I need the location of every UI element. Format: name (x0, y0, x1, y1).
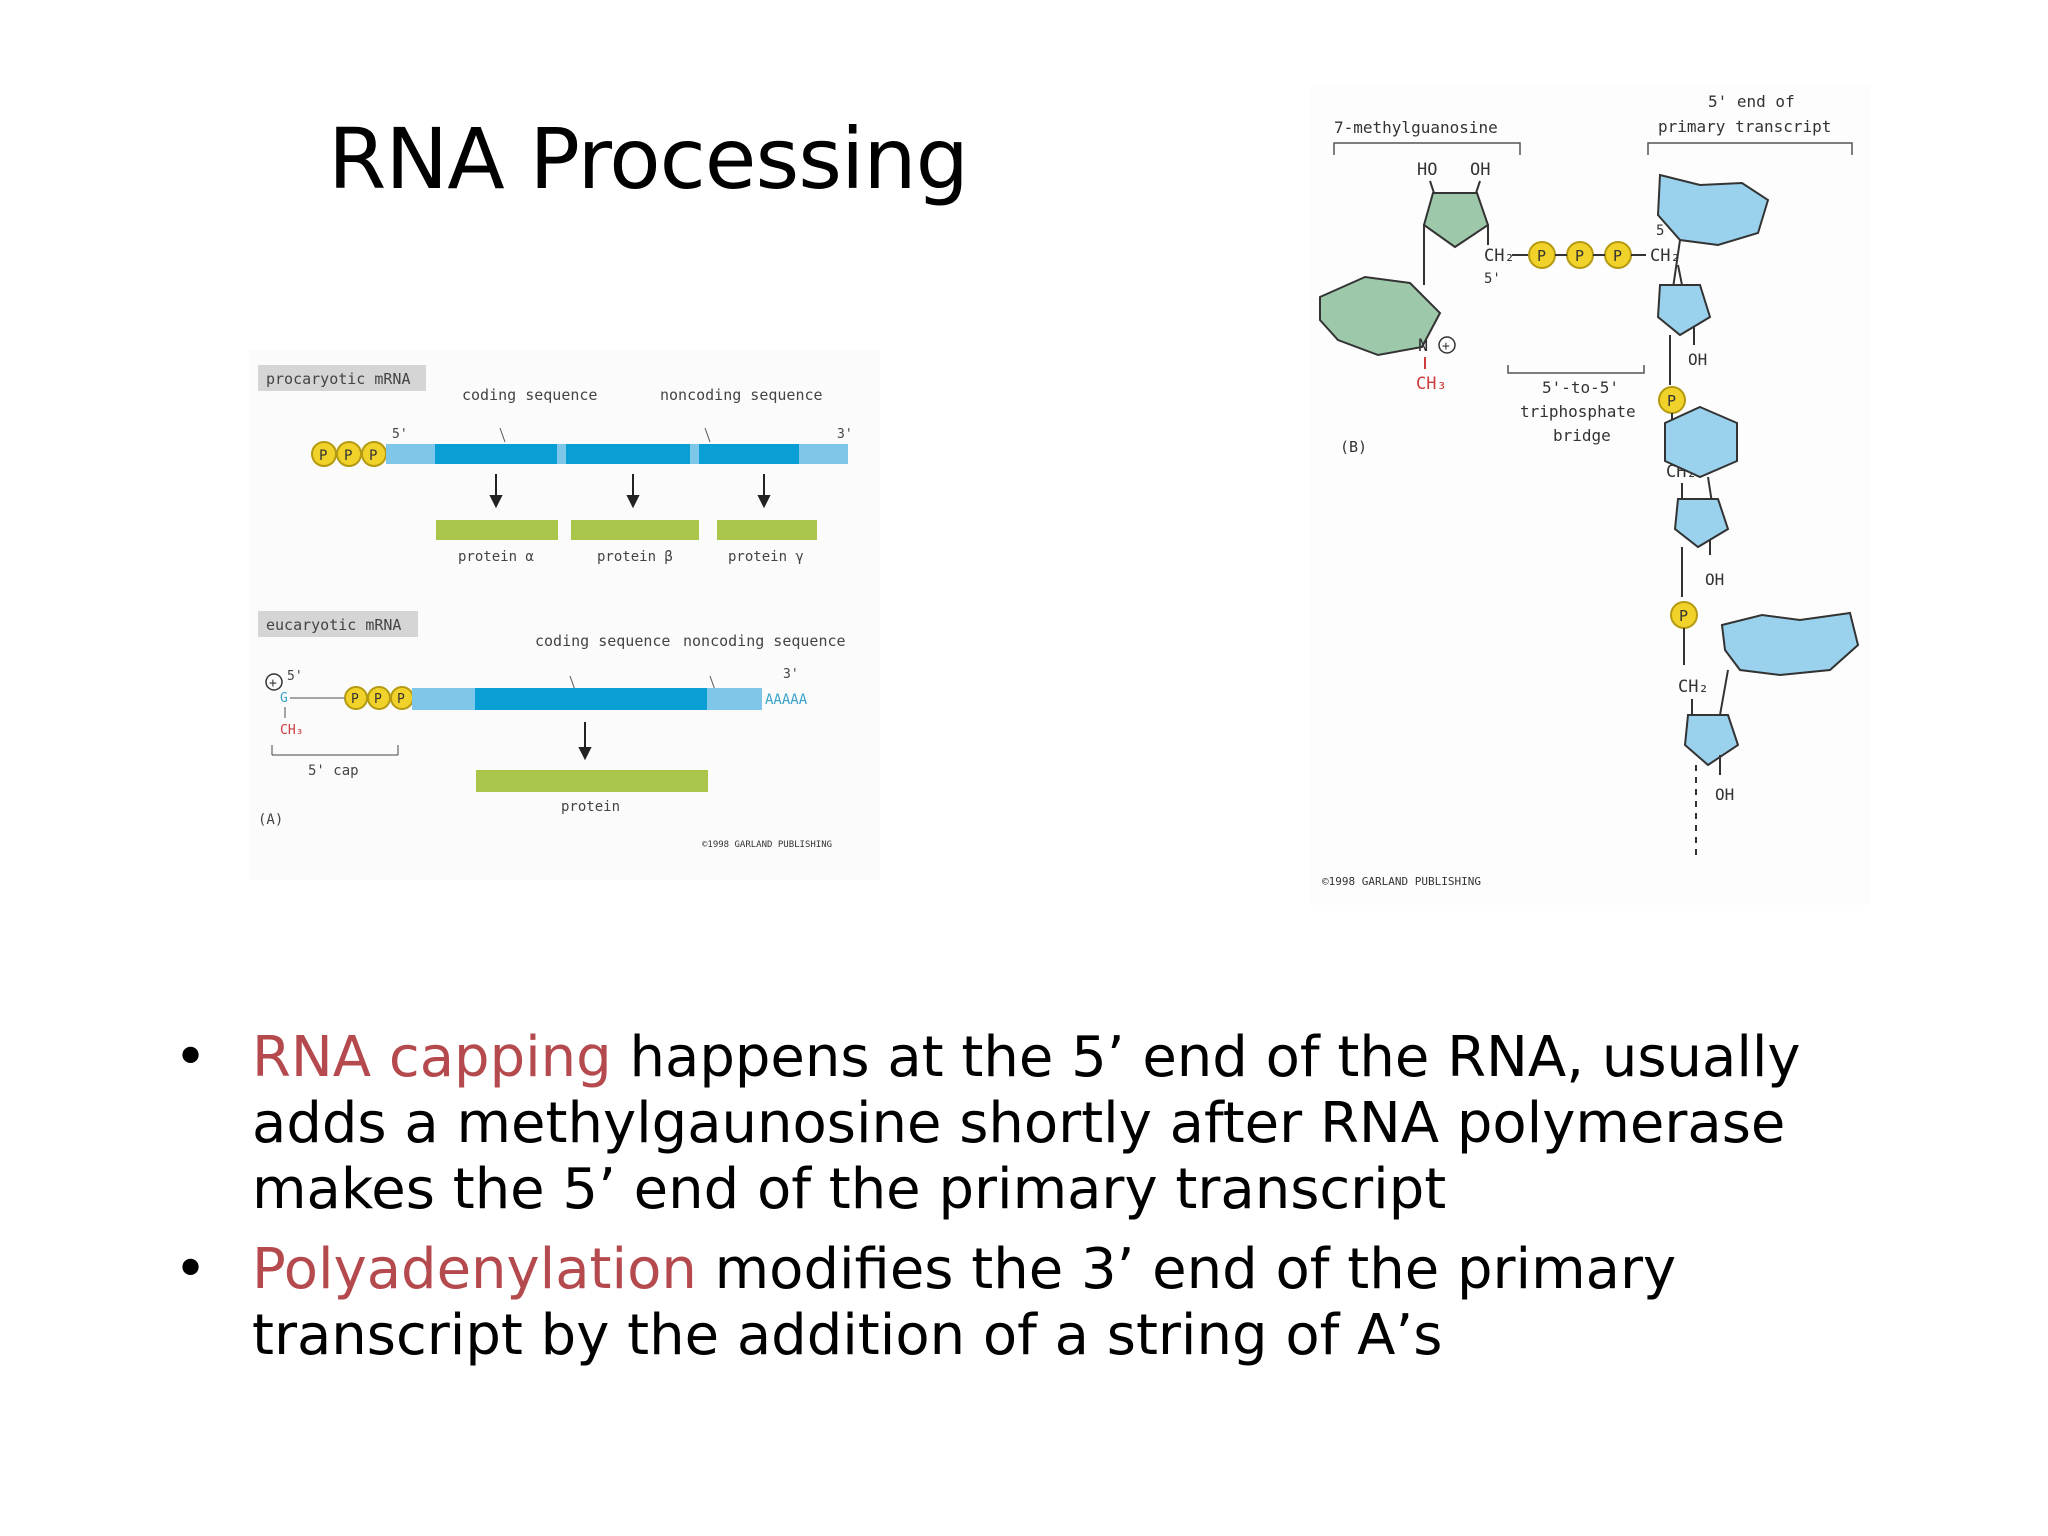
svg-text:CH₃: CH₃ (280, 723, 303, 738)
coding-region-beta (566, 444, 690, 464)
svg-text:P: P (1575, 247, 1584, 265)
methylguanosine-label: 7-methylguanosine (1334, 118, 1498, 137)
guanosine-ribose (1422, 192, 1490, 249)
slide-title: RNA Processing (328, 110, 969, 208)
protein-beta-label: protein β (597, 549, 673, 565)
prokaryotic-label: procaryotic mRNA (266, 370, 411, 388)
panel-b-label: (B) (1340, 438, 1367, 456)
term-rna-capping: RNA capping (252, 1025, 612, 1090)
translation-arrows-prokaryote (489, 474, 771, 509)
svg-text:P: P (369, 448, 377, 464)
noncoding-sequence-label-1: noncoding sequence (660, 386, 823, 404)
three-prime-label-a1: 3' (837, 427, 853, 442)
figure-b-svg: 7-methylguanosine 5' end of primary tran… (1319, 92, 1860, 888)
svg-text:P: P (1679, 607, 1688, 625)
figure-a-mrna-diagram: procaryotic mRNA coding sequence noncodi… (250, 350, 880, 880)
noncoding-sequence-label-2: noncoding sequence (683, 632, 846, 650)
svg-text:5' cap: 5' cap (308, 763, 359, 779)
eukaryotic-label-box (258, 611, 418, 637)
figure-b-cap-structure: 7-methylguanosine 5' end of primary tran… (1310, 85, 1870, 905)
five-end-bracket (1647, 142, 1853, 155)
n-label: N (1418, 336, 1428, 356)
svg-text:5': 5' (287, 669, 303, 684)
bullet-symbol: • (174, 1237, 208, 1302)
bridge-bracket (1507, 365, 1645, 374)
ribose-1 (1656, 284, 1712, 337)
copyright-a: ©1998 GARLAND PUBLISHING (702, 840, 832, 850)
svg-text:P: P (1667, 392, 1676, 410)
five-prime-label-a1: 5' (392, 427, 408, 442)
svg-text:P: P (344, 448, 352, 464)
translation-arrow-eukaryote (578, 722, 592, 761)
three-prime-label-a2: 3' (783, 667, 799, 682)
protein-gamma-bar (717, 520, 817, 540)
eukaryotic-coding-region (475, 688, 707, 710)
bullet-symbol: • (174, 1025, 208, 1090)
bullet-list: • RNA capping happens at the 5’ end of t… (170, 1025, 1870, 1383)
triphosphate-bridge: P P P (1528, 241, 1646, 269)
ch2-transcript-label: CH₂ (1650, 246, 1681, 266)
figure-a-svg: procaryotic mRNA coding sequence noncodi… (258, 365, 853, 850)
copyright-b: ©1998 GARLAND PUBLISHING (1322, 875, 1481, 888)
base-1 (1656, 173, 1770, 247)
coding-region-alpha (435, 444, 557, 464)
guanine-base (1319, 275, 1442, 357)
ho-label: HO (1417, 160, 1437, 180)
coding-sequence-label-2: coding sequence (535, 632, 670, 650)
eukaryotic-protein-bar (476, 770, 708, 792)
phosphate-group-prokaryote: P P P (311, 441, 387, 467)
svg-text:P: P (319, 448, 327, 464)
ribose-2 (1673, 498, 1730, 549)
protein-label: protein (561, 799, 620, 815)
protein-alpha-label: protein α (458, 549, 534, 565)
oh-label-2: OH (1705, 570, 1724, 589)
prokaryotic-label-box (258, 365, 426, 391)
bridge-label-1: 5'-to-5' (1542, 378, 1619, 397)
five-end-label-line2: primary transcript (1658, 117, 1831, 136)
ribose-3 (1683, 714, 1740, 767)
bullet-text-capping: happens at the 5’ end of the RNA, usuall… (252, 1025, 1801, 1222)
svg-text:P: P (397, 692, 405, 707)
five-end-label-line1: 5' end of (1708, 92, 1795, 111)
n-plus-sign: + (1442, 339, 1450, 354)
bullet-item-capping: • RNA capping happens at the 5’ end of t… (170, 1025, 1870, 1223)
oh-label-cap: OH (1470, 160, 1490, 180)
base-3 (1720, 611, 1860, 677)
oh-label-1: OH (1688, 350, 1707, 369)
bullet-text-polyadenylation: modifies the 3’ end of the primary trans… (252, 1237, 1677, 1368)
five-prime-cap-label: 5' (1484, 271, 1501, 287)
coding-region-gamma (699, 444, 799, 464)
ch2-cap-label: CH₂ (1484, 246, 1515, 266)
protein-alpha-bar (436, 520, 558, 540)
ch2-label-3: CH₂ (1678, 677, 1709, 697)
svg-text:P: P (1613, 247, 1622, 265)
five-prime-cap: + 5' G CH₃ P P P 5' cap (265, 669, 414, 779)
svg-text:P: P (374, 692, 382, 707)
term-polyadenylation: Polyadenylation (252, 1237, 697, 1302)
bridge-label-2: triphosphate (1520, 402, 1636, 421)
svg-text:P: P (1537, 247, 1546, 265)
base-2 (1664, 405, 1738, 479)
protein-beta-bar (571, 520, 699, 540)
ch3-label: CH₃ (1416, 374, 1447, 394)
coding-sequence-label-1: coding sequence (462, 386, 597, 404)
methylguanosine-bracket (1333, 142, 1521, 155)
polya-tail: AAAAA (765, 692, 808, 708)
eukaryotic-label: eucaryotic mRNA (266, 616, 401, 634)
svg-text:G: G (280, 691, 288, 706)
svg-text:+: + (269, 676, 277, 691)
bridge-label-3: bridge (1553, 426, 1611, 445)
oh-label-3: OH (1715, 785, 1734, 804)
panel-a-label: (A) (258, 812, 283, 828)
protein-gamma-label: protein γ (728, 549, 804, 565)
svg-text:P: P (351, 692, 359, 707)
bullet-item-polyadenylation: • Polyadenylation modifies the 3’ end of… (170, 1237, 1870, 1369)
